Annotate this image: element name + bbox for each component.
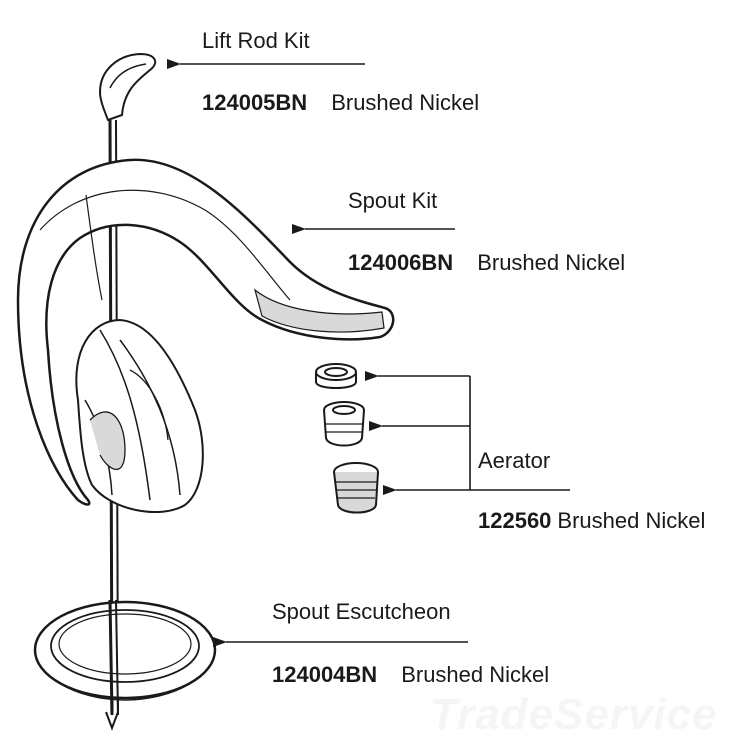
lift-rod-kit-part-line: 124005BN Brushed Nickel [202,92,479,114]
leaf-ornament-illustration [75,318,204,513]
spout-escutcheon-code: 124004BN [272,662,378,687]
lift-rod-kit-title: Lift Rod Kit [202,28,310,53]
lift-rod-kit-finish: Brushed Nickel [331,90,480,115]
spout-escutcheon-title: Spout Escutcheon [272,599,451,624]
escutcheon-illustration [33,600,217,701]
aerator-code: 122560 [478,508,552,533]
spout-escutcheon-finish: Brushed Nickel [401,662,550,687]
aerator-title: Aerator [478,448,551,473]
spout-kit-code: 124006BN [348,250,454,275]
spout-escutcheon-part-line: 124004BN Brushed Nickel [272,664,549,686]
lift-rod-kit-code: 124005BN [202,90,308,115]
spout-kit-finish: Brushed Nickel [477,250,626,275]
aerator-illustration [315,363,379,514]
lift-rod-lower [108,599,119,716]
spout-kit-title: Spout Kit [348,188,438,213]
tradeservice-watermark: TradeService [430,690,718,739]
spout-illustration [16,158,395,506]
spout-kit-part-line: 124006BN Brushed Nickel [348,252,625,274]
callout-arrows [167,59,570,647]
aerator-finish: Brushed Nickel [557,508,706,533]
